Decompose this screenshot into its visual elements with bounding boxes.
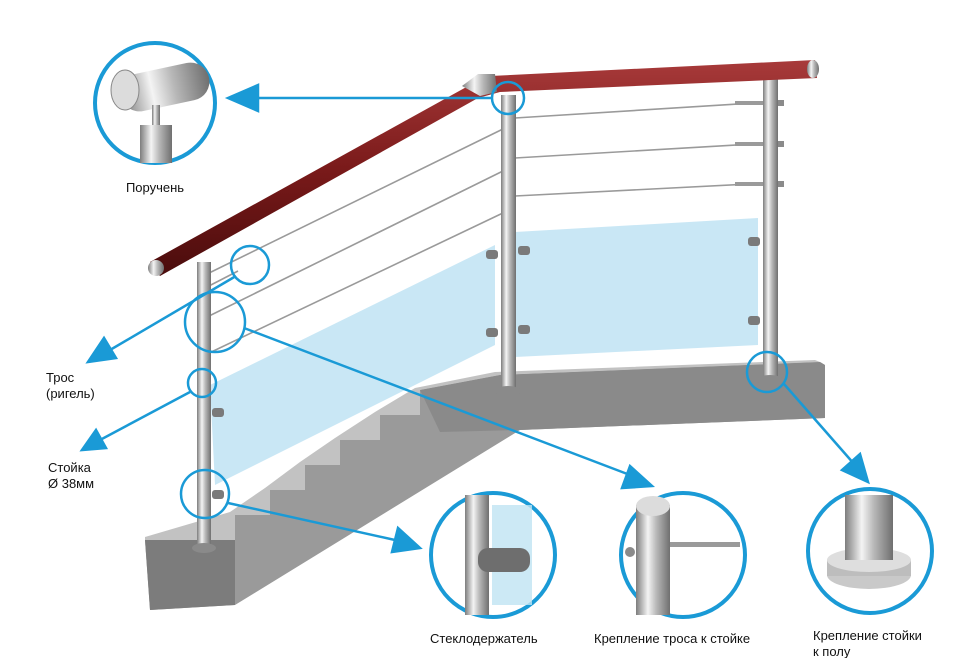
cable-mounts (735, 100, 784, 187)
post-label: Стойка Ø 38мм (48, 460, 95, 491)
floor-mount-detail (806, 487, 934, 615)
callout-arrows (79, 83, 870, 554)
callout-markers (179, 80, 789, 520)
glass-holder-detail (429, 491, 557, 619)
handrail-label: Поручень (125, 180, 185, 195)
cable-label: Трос (ригель) (46, 370, 95, 401)
staircase (145, 360, 825, 610)
glass-holder-label: Стеклодержатель (430, 631, 538, 646)
magnifier-circle-glass-holder (179, 468, 231, 520)
post-floor-mount-label: Крепление стойки к полу (813, 628, 922, 658)
magnifier-circle-cable-mount (183, 290, 247, 354)
magnifier-circle-floor-mount (745, 350, 789, 394)
glass-holders (212, 237, 760, 499)
magnifier-circle-post (186, 367, 218, 399)
magnifier-circle-cable (229, 244, 271, 286)
handrail (148, 60, 819, 276)
glass-panels (210, 218, 758, 485)
posts (192, 78, 783, 553)
cable-mount-label: Крепление троса к стойке (594, 631, 751, 646)
cable-mount-detail (619, 491, 747, 619)
handrail-detail (93, 41, 217, 165)
